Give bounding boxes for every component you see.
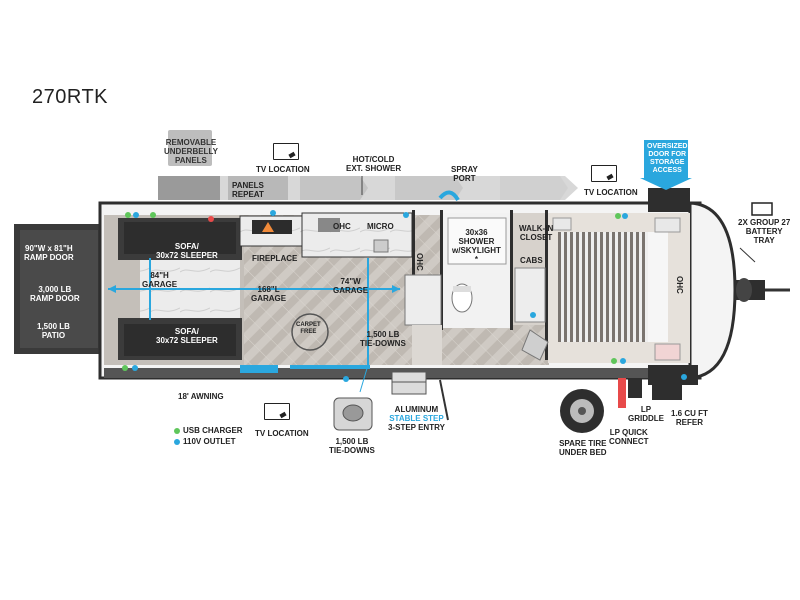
shower-label: 30x36 SHOWER w/SKYLIGHT * <box>452 228 501 264</box>
outlet-dot <box>133 212 139 218</box>
fireplace-label: FIREPLACE <box>252 254 298 263</box>
outlet-dot <box>343 376 349 382</box>
outlet-dot <box>403 212 409 218</box>
sofa-bottom-label: SOFA/ 30x72 SLEEPER <box>156 327 218 345</box>
tv-location-top-label: TV LOCATION <box>256 165 310 174</box>
usb-charger-dot <box>611 358 617 364</box>
battery-icon <box>751 202 773 216</box>
tie-down-plate-icon <box>333 397 373 431</box>
tv-location-bottom-label: TV LOCATION <box>255 429 309 438</box>
oversized-door-label: OVERSIZED DOOR FOR STORAGE ACCESS <box>647 143 688 174</box>
outlet-dot <box>620 358 626 364</box>
refer-label: 1.6 CU FT REFER <box>671 409 708 427</box>
ramp-door-lb-label: 3,000 LB RAMP DOOR <box>30 285 80 303</box>
awning-label: 18' AWNING <box>178 392 224 401</box>
ohc-bed-label: OHC <box>675 276 684 294</box>
outlet-legend-dot <box>174 439 180 445</box>
usb-charger-dot <box>122 365 128 371</box>
tv-location-right-label: TV LOCATION <box>584 188 638 197</box>
outlet-dot <box>681 374 687 380</box>
model-title: 270RTK <box>32 86 109 108</box>
tie-downs-floor-label: 1,500 LB TIE-DOWNS <box>360 330 406 348</box>
ramp-door-size-label: 90"W x 81"H RAMP DOOR <box>24 244 74 262</box>
tie-downs-bottom-label: 1,500 LB TIE-DOWNS <box>329 437 375 455</box>
outlet-dot <box>622 213 628 219</box>
stable-step-label: ALUMINUM STABLE STEP 3-STEP ENTRY <box>388 405 445 432</box>
patio-label: 1,500 LB PATIO <box>37 322 70 340</box>
usb-charger-dot <box>615 213 621 219</box>
lp-griddle-label: LP GRIDDLE <box>628 405 664 423</box>
usb-charger-legend: USB CHARGER <box>183 426 243 435</box>
garage-height-label: 84"H GARAGE <box>142 271 178 289</box>
spray-port-icon <box>438 190 460 202</box>
tv-icon <box>591 165 617 182</box>
panels-repeat-label: PANELS REPEAT <box>232 181 264 199</box>
cabs-label: CABS <box>520 256 543 265</box>
micro-label: MICRO <box>367 222 394 231</box>
spare-tire-icon <box>560 389 604 433</box>
ohc-bath-label: OHC <box>415 253 424 271</box>
removable-panels-icon <box>168 130 212 166</box>
ohc-kitchen-label: OHC <box>333 222 351 231</box>
tv-icon <box>273 143 299 160</box>
outlet-dot <box>132 365 138 371</box>
arrow-down-icon <box>640 140 692 190</box>
front-storage <box>648 188 690 212</box>
usb-legend-dot <box>174 428 180 434</box>
hot-cold-shower-label: HOT/COLD EXT. SHOWER <box>346 155 402 173</box>
battery-tray-label: 2X GROUP 27 BATTERY TRAY <box>738 218 791 245</box>
underbelly-panels-band <box>158 176 578 200</box>
walk-in-closet-label: WALK-IN CLOSET <box>519 224 554 242</box>
removable-underbelly-label: REMOVABLE UNDERBELLY PANELS <box>164 138 218 165</box>
outlet-dot <box>530 312 536 318</box>
garage-width-label: 74"W GARAGE <box>333 277 369 295</box>
garage-length-label: 168"L GARAGE <box>251 285 287 303</box>
spare-tire-label: SPARE TIRE UNDER BED <box>559 439 607 457</box>
outlet-legend: 110V OUTLET <box>183 437 236 446</box>
tv-icon <box>264 403 290 420</box>
switch-dot <box>208 216 214 222</box>
lp-quick-connect-label: LP QUICK CONNECT <box>609 428 649 446</box>
sofa-top-label: SOFA/ 30x72 SLEEPER <box>156 242 218 260</box>
usb-charger-dot <box>125 212 131 218</box>
usb-charger-dot <box>150 212 156 218</box>
carpet-free-label: CARPET FREE <box>296 322 321 335</box>
spray-port-label: SPRAY PORT <box>451 165 478 183</box>
carpet-free-logo <box>291 313 329 351</box>
outlet-dot <box>270 210 276 216</box>
